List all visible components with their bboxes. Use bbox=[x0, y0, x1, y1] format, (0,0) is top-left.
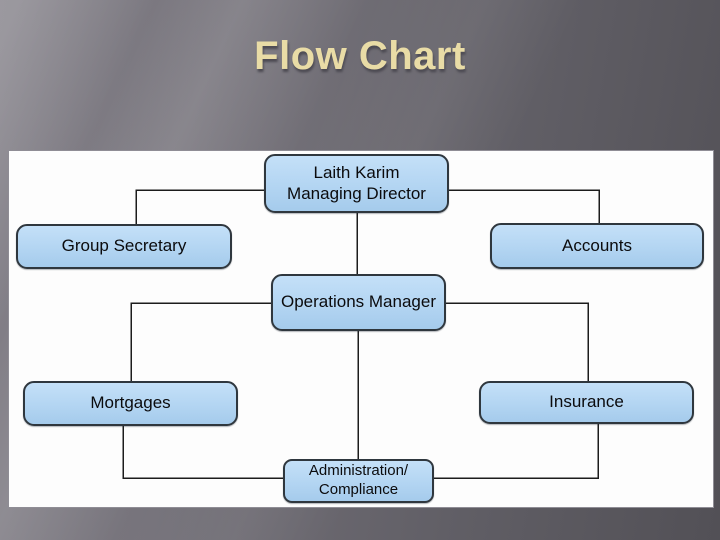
node-operations-manager: Operations Manager bbox=[271, 274, 446, 331]
node-group-secretary: Group Secretary bbox=[16, 224, 232, 269]
node-mortgages: Mortgages bbox=[23, 381, 238, 426]
slide-title: Flow Chart bbox=[254, 34, 466, 78]
node-managing-director: Laith Karim Managing Director bbox=[264, 154, 449, 213]
node-accounts: Accounts bbox=[490, 223, 704, 269]
node-insurance-label: Insurance bbox=[549, 392, 624, 412]
node-insurance: Insurance bbox=[479, 381, 694, 424]
node-managing-director-label: Laith Karim Managing Director bbox=[287, 162, 426, 203]
node-accounts-label: Accounts bbox=[562, 235, 632, 255]
node-group-secretary-label: Group Secretary bbox=[61, 236, 187, 256]
node-operations-manager-label: Operations Manager bbox=[281, 292, 436, 312]
connector-lines bbox=[122, 189, 600, 479]
node-administration-compliance: Administration/ Compliance bbox=[283, 459, 434, 503]
node-mortgages-label: Mortgages bbox=[90, 393, 171, 413]
flowchart-canvas: Laith Karim Managing Director Group Secr… bbox=[8, 150, 714, 508]
node-administration-compliance-label: Administration/ Compliance bbox=[308, 462, 409, 498]
